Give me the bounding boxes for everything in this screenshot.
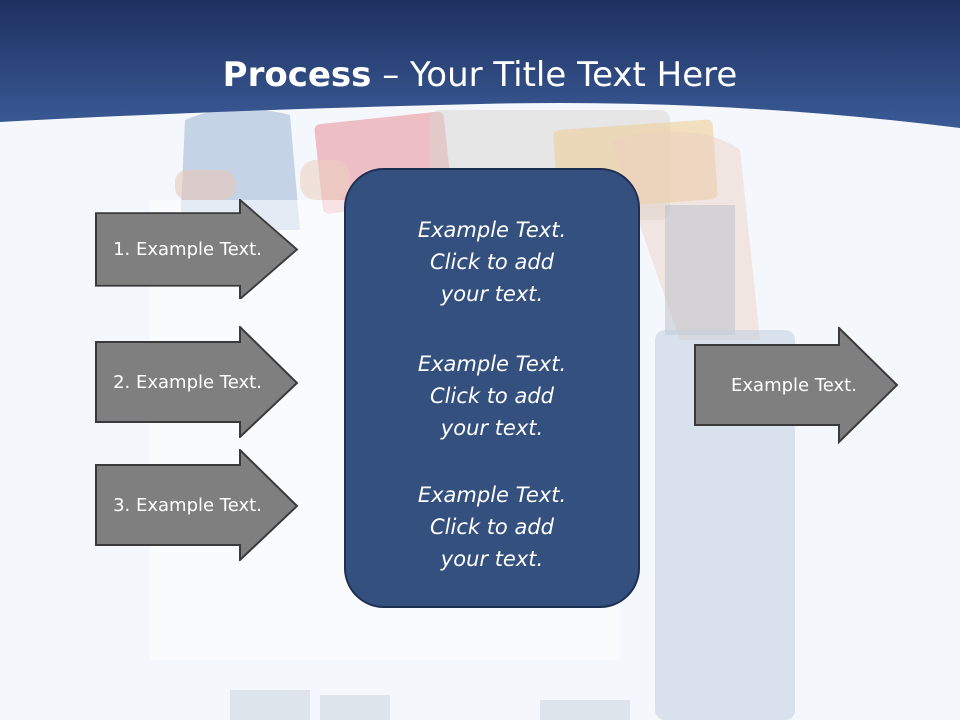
input-arrow-2[interactable]: 2. Example Text.: [95, 326, 300, 438]
title-rest-part: Your Title Text Here: [410, 55, 738, 95]
title-bold-part: Process: [222, 55, 372, 95]
arrow-shape: [95, 449, 299, 561]
process-item-1[interactable]: Example Text. Click to add your text.: [346, 214, 638, 310]
output-arrow[interactable]: Example Text.: [694, 327, 900, 445]
process-item-line: Click to add: [429, 384, 554, 408]
input-arrow-label: 2. Example Text.: [113, 371, 262, 393]
process-item-line: Click to add: [429, 250, 554, 274]
process-item-line: Click to add: [429, 515, 554, 539]
input-arrow-label: 3. Example Text.: [113, 494, 262, 516]
input-arrow-label: 1. Example Text.: [113, 238, 262, 260]
process-box[interactable]: Example Text. Click to add your text. Ex…: [344, 168, 640, 608]
process-item-3[interactable]: Example Text. Click to add your text.: [346, 479, 638, 575]
process-item-line: Example Text.: [417, 483, 567, 507]
process-item-line: your text.: [440, 416, 544, 440]
output-arrow-label: Example Text.: [731, 374, 857, 396]
process-item-line: Example Text.: [417, 352, 567, 376]
arrow-shape: [95, 326, 299, 438]
process-item-line: your text.: [440, 547, 544, 571]
input-arrow-3[interactable]: 3. Example Text.: [95, 449, 300, 561]
title-separator: –: [371, 55, 411, 95]
process-item-2[interactable]: Example Text. Click to add your text.: [346, 348, 638, 444]
process-item-line: Example Text.: [417, 218, 567, 242]
input-arrow-1[interactable]: 1. Example Text.: [95, 199, 300, 299]
arrow-shape: [694, 327, 899, 445]
header-band: [0, 0, 960, 128]
arrow-shape: [95, 199, 299, 299]
process-item-line: your text.: [440, 282, 544, 306]
slide-title[interactable]: Process – Your Title Text Here: [0, 52, 960, 98]
